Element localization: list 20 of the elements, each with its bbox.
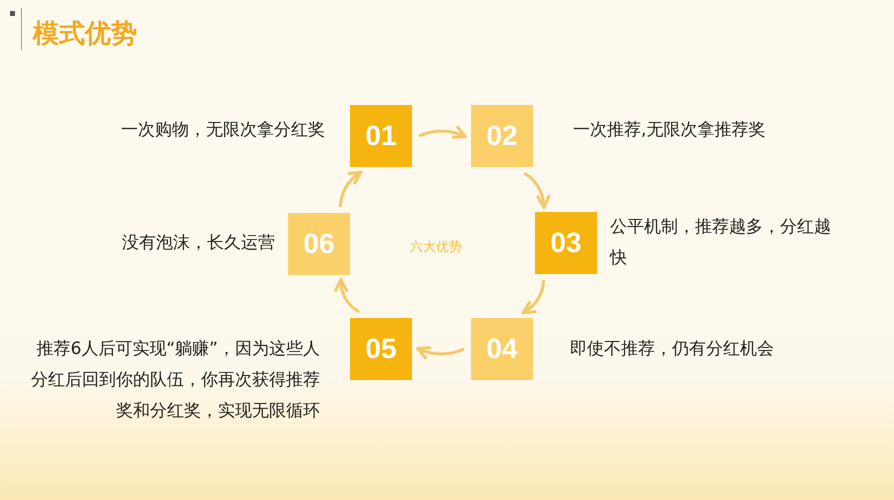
arrow <box>418 125 467 140</box>
arrow <box>416 346 465 360</box>
advantage-text: 一次推荐,无限次拿推荐奖 <box>573 119 766 142</box>
advantage-text: 公平机制，推荐越多，分红越快 <box>610 216 832 270</box>
arrow <box>523 172 550 209</box>
center-label: 六大优势 <box>410 239 462 256</box>
arrow <box>522 280 546 314</box>
number-tile: 01 <box>350 105 412 167</box>
number-tile: 05 <box>350 318 412 380</box>
arrow <box>338 170 362 208</box>
page-title: 模式优势 <box>33 18 137 51</box>
number-tile: 04 <box>471 318 533 380</box>
number-tile: 02 <box>471 105 533 167</box>
number-tile: 03 <box>535 212 597 274</box>
advantage-text: 即使不推荐，仍有分红机会 <box>570 338 775 361</box>
arrow <box>334 278 360 314</box>
advantage-text: 推荐6人后可实现“躺赚”，因为这些人分红后回到你的队伍，你再次获得推荐奖和分红奖，实现无限循环 <box>30 338 320 423</box>
advantage-text: 没有泡沫，长久运营 <box>121 232 275 255</box>
advantage-text: 一次购物，无限次拿分红奖 <box>120 119 325 142</box>
number-tile: 06 <box>288 213 350 275</box>
